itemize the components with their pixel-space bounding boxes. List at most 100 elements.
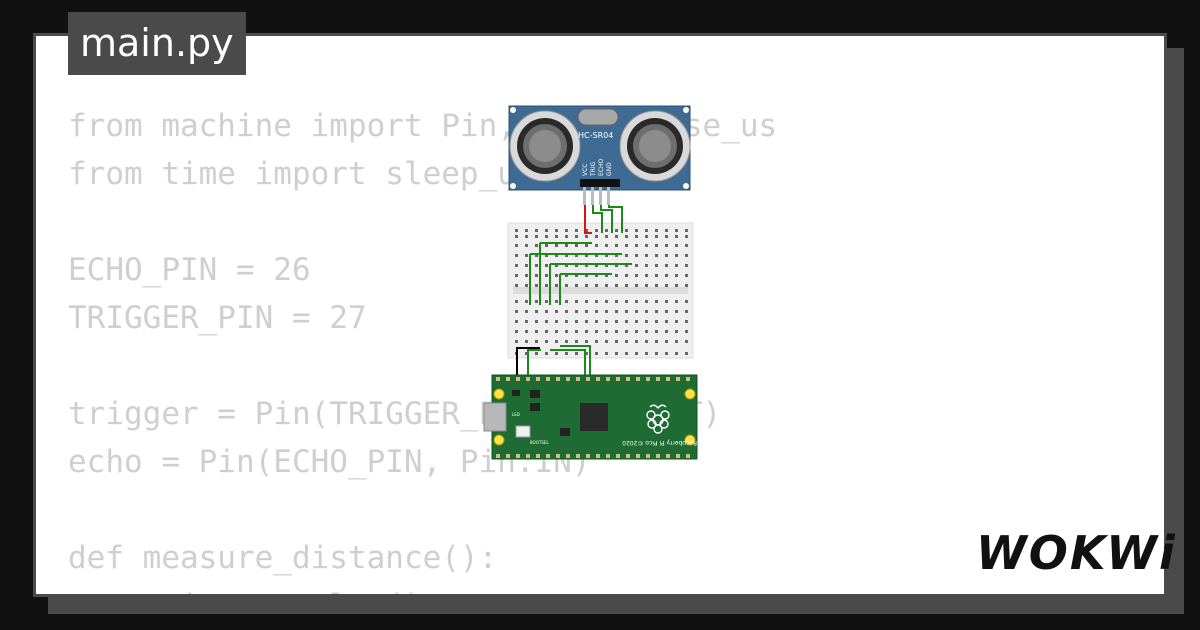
breadboard-hole — [585, 244, 588, 247]
breadboard-hole — [625, 284, 628, 287]
breadboard-hole — [655, 310, 658, 313]
transducer-left — [509, 110, 581, 182]
breadboard-hole — [595, 330, 598, 333]
breadboard-hole — [585, 352, 588, 355]
breadboard-hole — [595, 300, 598, 303]
pico-pin — [606, 454, 610, 458]
breadboard-hole — [555, 229, 558, 232]
breadboard-hole — [665, 274, 668, 277]
breadboard-hole — [515, 244, 518, 247]
breadboard-hole — [535, 352, 538, 355]
breadboard-hole — [595, 244, 598, 247]
breadboard-hole — [585, 284, 588, 287]
breadboard-hole — [665, 300, 668, 303]
breadboard-hole — [615, 320, 618, 323]
breadboard-hole — [625, 352, 628, 355]
breadboard-hole — [585, 229, 588, 232]
breadboard-hole — [535, 300, 538, 303]
breadboard-hole — [635, 274, 638, 277]
breadboard-hole — [565, 352, 568, 355]
breadboard-hole — [555, 330, 558, 333]
breadboard-hole — [575, 235, 578, 238]
breadboard-hole — [635, 244, 638, 247]
breadboard-hole — [525, 229, 528, 232]
breadboard-hole — [565, 340, 568, 343]
breadboard-hole — [625, 274, 628, 277]
breadboard-hole — [535, 264, 538, 267]
pico-pin — [686, 377, 690, 381]
breadboard-hole — [665, 330, 668, 333]
filename-tab[interactable]: main.py — [68, 12, 246, 75]
code-line: def measure_distance(): — [68, 540, 498, 576]
pico-pin-headers — [496, 377, 690, 458]
breadboard-hole — [685, 254, 688, 257]
breadboard-hole — [545, 352, 548, 355]
breadboard-hole — [515, 254, 518, 257]
breadboard-hole — [665, 352, 668, 355]
breadboard-hole — [585, 235, 588, 238]
ultrasonic-sensor[interactable]: HC-SR04 VCC TRIG ECHO GND — [508, 105, 691, 205]
breadboard-hole — [545, 254, 548, 257]
breadboard-hole — [625, 254, 628, 257]
breadboard-hole — [525, 284, 528, 287]
sensor-pin-label: TRIG — [590, 161, 597, 177]
breadboard-hole — [595, 352, 598, 355]
breadboard-hole — [585, 274, 588, 277]
breadboard-hole — [555, 264, 558, 267]
pico-pin — [576, 377, 580, 381]
breadboard-hole — [515, 340, 518, 343]
breadboard-hole — [635, 352, 638, 355]
breadboard-hole — [525, 340, 528, 343]
pico-pin — [506, 454, 510, 458]
breadboard-hole — [645, 300, 648, 303]
breadboard[interactable] — [507, 222, 694, 359]
breadboard-hole — [555, 352, 558, 355]
breadboard-hole — [515, 264, 518, 267]
pico-board[interactable]: LED BOOTSEL Raspberry Pi Pico ©2020 — [483, 374, 698, 460]
breadboard-hole — [625, 320, 628, 323]
breadboard-hole — [575, 284, 578, 287]
mount-hole — [493, 434, 505, 446]
breadboard-hole — [685, 284, 688, 287]
breadboard-hole — [605, 274, 608, 277]
breadboard-hole — [555, 274, 558, 277]
pico-pin — [496, 454, 500, 458]
breadboard-hole — [595, 254, 598, 257]
breadboard-hole — [555, 244, 558, 247]
pico-pin — [506, 377, 510, 381]
breadboard-hole — [645, 264, 648, 267]
pico-pin — [656, 454, 660, 458]
pico-pin — [656, 377, 660, 381]
breadboard-hole — [595, 340, 598, 343]
breadboard-hole — [655, 340, 658, 343]
breadboard-hole — [645, 340, 648, 343]
breadboard-hole — [655, 274, 658, 277]
bootsel-button[interactable] — [515, 425, 531, 438]
breadboard-hole — [525, 244, 528, 247]
breadboard-hole — [525, 254, 528, 257]
pico-pin — [566, 377, 570, 381]
sensor-pin-label: GND — [606, 162, 613, 176]
breadboard-hole — [675, 300, 678, 303]
breadboard-hole — [525, 300, 528, 303]
breadboard-hole — [655, 352, 658, 355]
breadboard-hole — [575, 254, 578, 257]
pico-pin — [586, 377, 590, 381]
breadboard-hole — [605, 330, 608, 333]
breadboard-hole — [595, 229, 598, 232]
breadboard-hole — [625, 264, 628, 267]
pico-pin — [616, 454, 620, 458]
breadboard-hole — [635, 284, 638, 287]
breadboard-hole — [535, 254, 538, 257]
wokwi-logo: WOKWi — [976, 526, 1177, 580]
usb-connector — [483, 402, 507, 432]
breadboard-hole — [675, 284, 678, 287]
breadboard-hole — [585, 340, 588, 343]
breadboard-hole — [665, 235, 668, 238]
pico-pin — [516, 377, 520, 381]
breadboard-hole — [665, 320, 668, 323]
breadboard-hole — [645, 244, 648, 247]
breadboard-hole — [575, 264, 578, 267]
pico-pin — [606, 377, 610, 381]
